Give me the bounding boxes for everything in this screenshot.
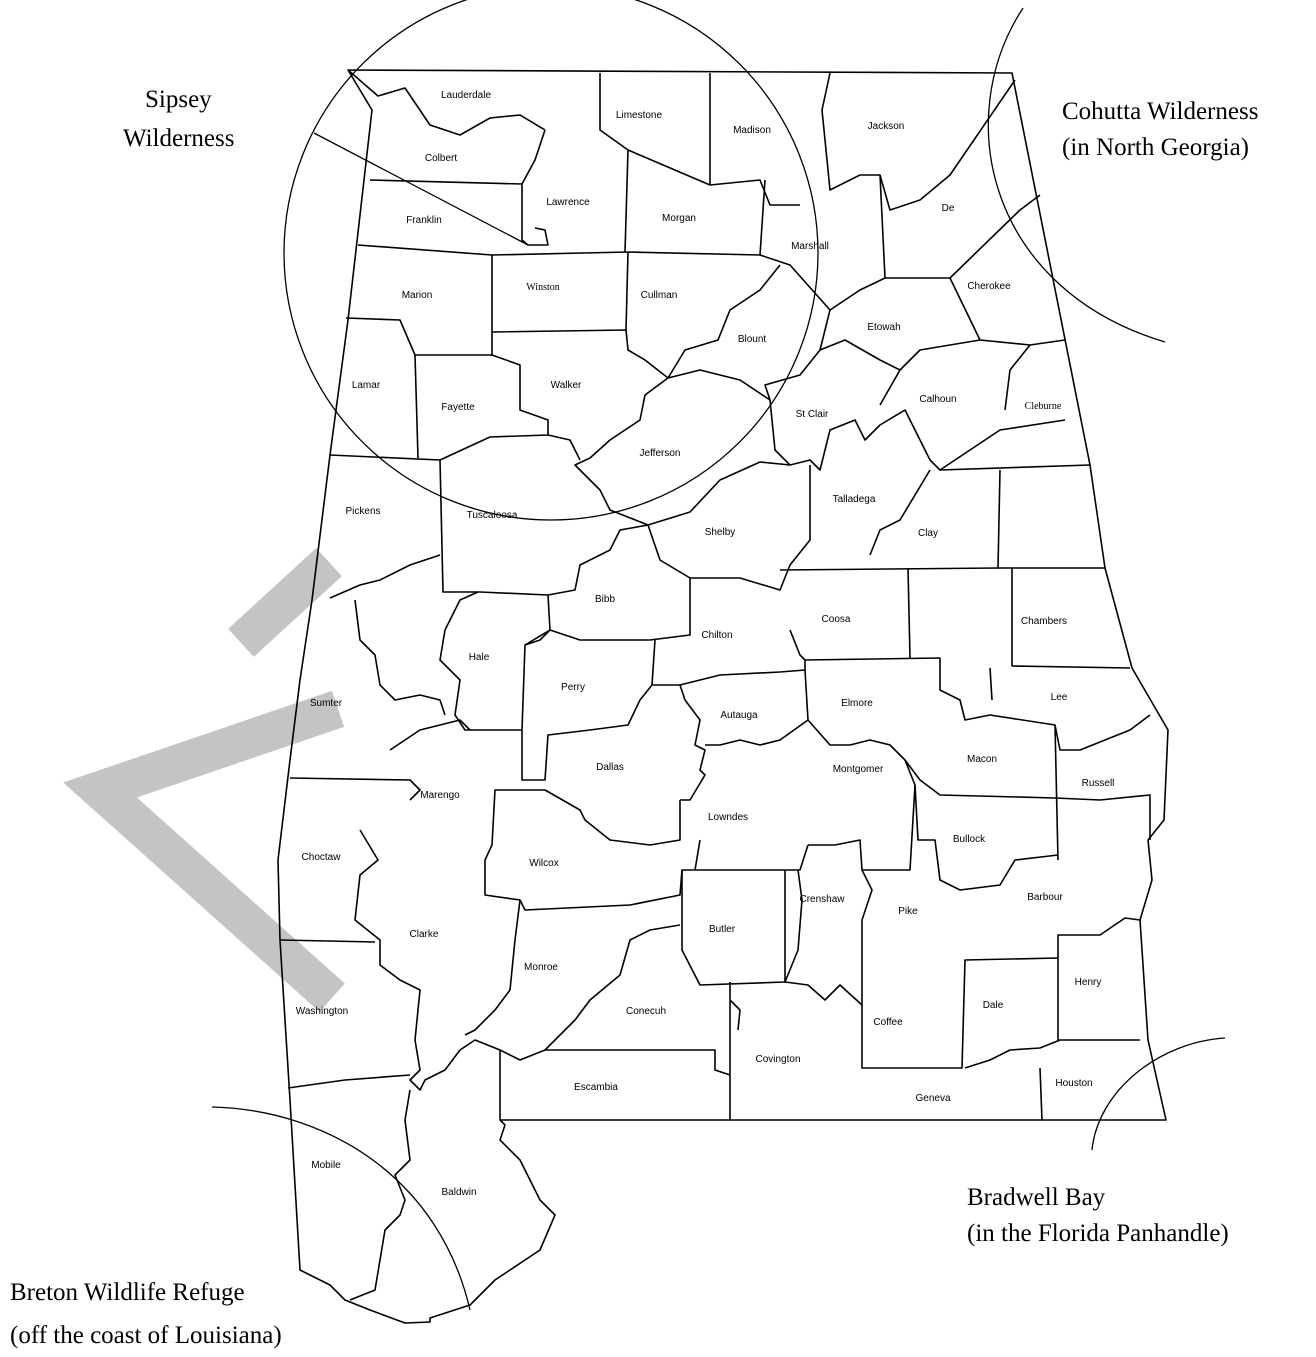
county-label: Dallas — [596, 762, 624, 773]
county-label: Lee — [1051, 692, 1068, 703]
county-label: Dale — [983, 1000, 1004, 1011]
county-label: Winston — [526, 282, 560, 293]
county-label: Washington — [296, 1006, 348, 1017]
county-label: Calhoun — [919, 394, 956, 405]
bradwell-arc — [1091, 1037, 1226, 1151]
county-label: Russell — [1082, 778, 1115, 789]
county-label: Montgomer — [833, 764, 884, 775]
county-label: Chambers — [1021, 616, 1067, 627]
sipsey-label-line2: Wilderness — [123, 125, 234, 152]
county-label: Limestone — [616, 110, 663, 121]
county-label: Baldwin — [441, 1187, 476, 1198]
cohutta-arc — [987, 7, 1166, 343]
county-label: Barbour — [1027, 892, 1063, 903]
bradwell-label-line2: (in the Florida Panhandle) — [967, 1220, 1229, 1247]
county-label: Clarke — [410, 929, 439, 940]
county-label: Shelby — [705, 527, 736, 538]
county-label: Escambia — [574, 1082, 618, 1093]
county-label: Pike — [898, 906, 918, 917]
sipsey-circle — [283, 0, 819, 521]
county-labels: Lauderdale Limestone Madison Jackson Col… — [296, 90, 1115, 1198]
county-label: Geneva — [915, 1093, 950, 1104]
county-label: Lamar — [352, 380, 381, 391]
county-label: Lawrence — [546, 197, 590, 208]
county-label: Wilcox — [529, 858, 558, 869]
county-label: Perry — [561, 682, 585, 693]
county-label: Lowndes — [708, 812, 748, 823]
county-label: Marshall — [791, 241, 829, 252]
sipsey-label-line1: Sipsey — [145, 86, 212, 113]
county-label: Autauga — [720, 710, 758, 721]
county-label: Jackson — [868, 121, 905, 132]
county-label: Morgan — [662, 213, 696, 224]
county-label: Bullock — [953, 834, 986, 845]
county-label: Tuscaloosa — [467, 510, 518, 521]
county-label: Clay — [918, 528, 938, 539]
county-label: Colbert — [425, 153, 457, 164]
county-label: Marion — [402, 290, 433, 301]
county-label: Fayette — [441, 402, 475, 413]
sipsey-line — [313, 132, 529, 246]
county-label: Chilton — [701, 630, 732, 641]
county-label: Franklin — [406, 215, 442, 226]
county-label: Choctaw — [302, 852, 342, 863]
county-label: Pickens — [345, 506, 380, 517]
region-labels: Sipsey Wilderness Cohutta Wilderness (in… — [10, 86, 1258, 1349]
county-label: Monroe — [524, 962, 558, 973]
draft-watermark — [63, 548, 345, 1012]
county-label: Talladega — [833, 494, 876, 505]
county-label: Madison — [733, 125, 771, 136]
county-label: Walker — [551, 380, 582, 391]
county-label: Cullman — [641, 290, 678, 301]
county-label: Blount — [738, 334, 767, 345]
cohutta-label-line2: (in North Georgia) — [1062, 134, 1249, 161]
county-label: Sumter — [310, 698, 343, 709]
county-label: Bibb — [595, 594, 615, 605]
county-label: Cleburne — [1025, 401, 1062, 412]
county-label: Houston — [1055, 1078, 1092, 1089]
bradwell-label-line1: Bradwell Bay — [967, 1184, 1106, 1211]
breton-label-line1: Breton Wildlife Refuge — [10, 1279, 245, 1306]
county-label: De — [942, 203, 955, 214]
county-label: Crenshaw — [799, 894, 845, 905]
county-label: Hale — [469, 652, 490, 663]
county-label: Macon — [967, 754, 997, 765]
county-label: Lauderdale — [441, 90, 491, 101]
cohutta-label-line1: Cohutta Wilderness — [1062, 98, 1258, 125]
county-label: Cherokee — [967, 281, 1011, 292]
county-label: Conecuh — [626, 1006, 666, 1017]
county-label: Elmore — [841, 698, 873, 709]
breton-label-line2: (off the coast of Louisiana) — [10, 1322, 282, 1349]
county-label: Mobile — [311, 1160, 341, 1171]
county-label: Coffee — [873, 1017, 903, 1028]
county-label: Butler — [709, 924, 736, 935]
county-label: St Clair — [796, 409, 829, 420]
breton-arc — [211, 1106, 471, 1311]
county-label: Henry — [1075, 977, 1102, 988]
county-label: Coosa — [822, 614, 851, 625]
county-label: Jefferson — [640, 448, 681, 459]
county-label: Marengo — [420, 790, 460, 801]
county-borders — [277, 69, 1169, 1324]
county-label: Covington — [755, 1054, 800, 1065]
county-label: Etowah — [867, 322, 900, 333]
